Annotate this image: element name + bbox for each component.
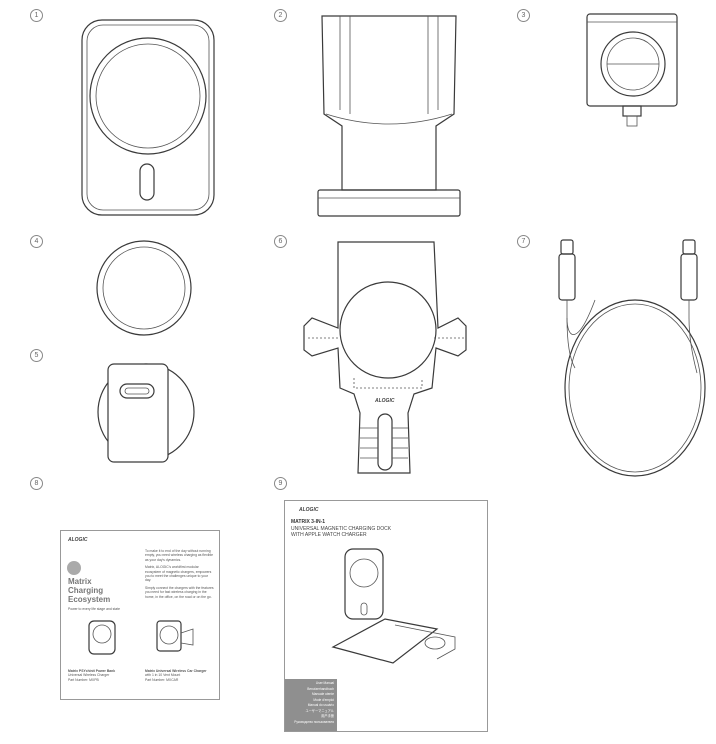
manual-subtitle: UNIVERSAL MAGNETIC CHARGING DOCK WITH AP… xyxy=(291,526,392,538)
label-9: 9 xyxy=(274,477,287,490)
manual-brand: ALOGIC xyxy=(299,507,319,513)
watch-charger-module-illustration xyxy=(586,13,678,127)
warning-icon xyxy=(67,561,81,575)
wall-adapter-illustration xyxy=(97,363,195,463)
leaflet-product-b: Matrix Universal Wireless Car Charger wi… xyxy=(145,669,207,682)
leaflet-power-bank-image xyxy=(88,620,116,655)
manual-title: MATRIX 3-IN-1 xyxy=(291,519,326,525)
leaflet-brand: ALOGIC xyxy=(68,537,88,543)
leaflet-car-mount-image xyxy=(156,620,194,652)
leaflet-title: Matrix Charging Ecosystem xyxy=(68,577,111,604)
ecosystem-leaflet: ALOGIC Matrix Charging Ecosystem Power t… xyxy=(60,530,220,700)
label-7: 7 xyxy=(517,235,530,248)
label-6: 6 xyxy=(274,235,287,248)
usb-c-cable-illustration xyxy=(558,239,706,477)
power-bank-illustration xyxy=(81,19,215,216)
leaflet-text: To make it to end of the day without run… xyxy=(145,549,214,599)
charging-stand-base-illustration xyxy=(317,15,461,217)
car-vent-mount-illustration xyxy=(303,241,467,474)
magnetic-ring-illustration xyxy=(96,240,192,336)
manual-language-panel: User Manual Benutzerhandbuch Manuale ute… xyxy=(285,679,337,731)
label-3: 3 xyxy=(517,9,530,22)
label-4: 4 xyxy=(30,235,43,248)
label-8: 8 xyxy=(30,477,43,490)
label-1: 1 xyxy=(30,9,43,22)
leaflet-tagline: Power to every life stage and state xyxy=(68,607,121,611)
label-2: 2 xyxy=(274,9,287,22)
label-5: 5 xyxy=(30,349,43,362)
manual-dock-image xyxy=(331,548,456,664)
leaflet-product-a: Matrix PSYchinit Power Bank Universal Wi… xyxy=(68,669,116,682)
user-manual: ALOGIC MATRIX 3-IN-1 UNIVERSAL MAGNETIC … xyxy=(284,500,488,732)
vent-mount-logo: ALOGIC xyxy=(375,398,395,404)
